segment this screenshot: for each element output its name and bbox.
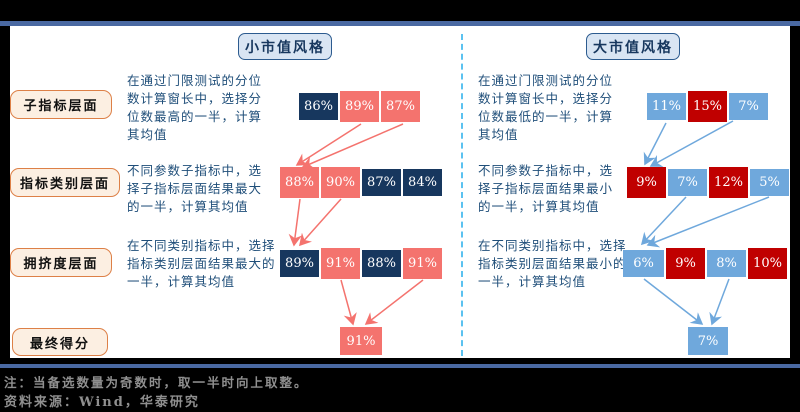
desc-large-cap-row2: 不同参数子指标中，选 择子指标层面结果最小 的一半，计算其均值 — [478, 163, 614, 214]
value-box: 86% — [299, 92, 338, 120]
row-label-indicator-category: 指标类别层面 — [10, 168, 120, 197]
figure-canvas: 小市值风格 大市值风格 子指标层面 指标类别层面 拥挤度层面 最终得分 在通过门… — [10, 26, 790, 358]
bottom-rule — [0, 364, 800, 368]
large-cap-row3: 6% 9% 8% 10% — [623, 247, 787, 279]
value-box: 87% — [362, 168, 401, 196]
large-cap-row1: 11% 15% 7% — [647, 90, 768, 122]
value-box: 84% — [403, 168, 442, 196]
value-box: 8% — [707, 249, 746, 277]
value-box: 9% — [627, 166, 666, 198]
desc-large-cap-row3: 在不同类别指标中，选择 指标类别层面结果最小的 一半，计算其均值 — [478, 238, 627, 289]
figure-source: 资料来源：Wind，华泰研究 — [4, 395, 200, 410]
panel-title-large-cap: 大市值风格 — [586, 33, 680, 60]
value-box: 87% — [381, 90, 420, 122]
value-box: 12% — [709, 166, 748, 198]
small-cap-row3: 89% 91% 88% 91% — [280, 247, 442, 279]
value-box: 15% — [688, 90, 727, 122]
value-box: 88% — [362, 249, 401, 277]
value-box: 89% — [340, 90, 379, 122]
value-box: 10% — [748, 247, 787, 279]
top-rule — [0, 21, 800, 26]
value-box: 11% — [647, 92, 686, 120]
value-box: 89% — [280, 249, 319, 277]
large-cap-final-score: 7% — [688, 327, 728, 355]
large-cap-row2: 9% 7% 12% 5% — [627, 166, 789, 198]
small-cap-row1: 86% 89% 87% — [299, 90, 420, 122]
value-box: 6% — [623, 249, 664, 277]
figure-note: 注：当备选数量为奇数时，取一半时向上取整。 — [4, 375, 309, 390]
value-box: 91% — [403, 247, 442, 279]
desc-small-cap-row1: 在通过门限测试的分位 数计算窗长中，选择分 位数最高的一半，计算 其均值 — [127, 73, 263, 142]
value-box: 7% — [668, 168, 707, 196]
value-box: 9% — [666, 247, 705, 279]
desc-small-cap-row2: 不同参数子指标中，选 择子指标层面结果最大 的一半，计算其均值 — [127, 163, 263, 214]
value-box: 90% — [321, 166, 360, 198]
row-label-final-score: 最终得分 — [12, 328, 108, 356]
value-box: 5% — [750, 168, 789, 196]
small-cap-row2: 88% 90% 87% 84% — [280, 166, 442, 198]
row-label-crowding: 拥挤度层面 — [10, 248, 112, 277]
value-box: 7% — [729, 92, 768, 120]
row-label-sub-indicator: 子指标层面 — [10, 90, 112, 119]
panel-divider — [461, 34, 463, 356]
desc-large-cap-row1: 在通过门限测试的分位 数计算窗长中，选择分 位数最低的一半，计算 其均值 — [478, 73, 614, 142]
value-box: 91% — [321, 247, 360, 279]
value-box: 88% — [280, 166, 319, 198]
small-cap-final-score: 91% — [340, 327, 382, 355]
panel-title-small-cap: 小市值风格 — [238, 33, 332, 60]
desc-small-cap-row3: 在不同类别指标中，选择 指标类别层面结果最大的 一半，计算其均值 — [127, 238, 276, 289]
